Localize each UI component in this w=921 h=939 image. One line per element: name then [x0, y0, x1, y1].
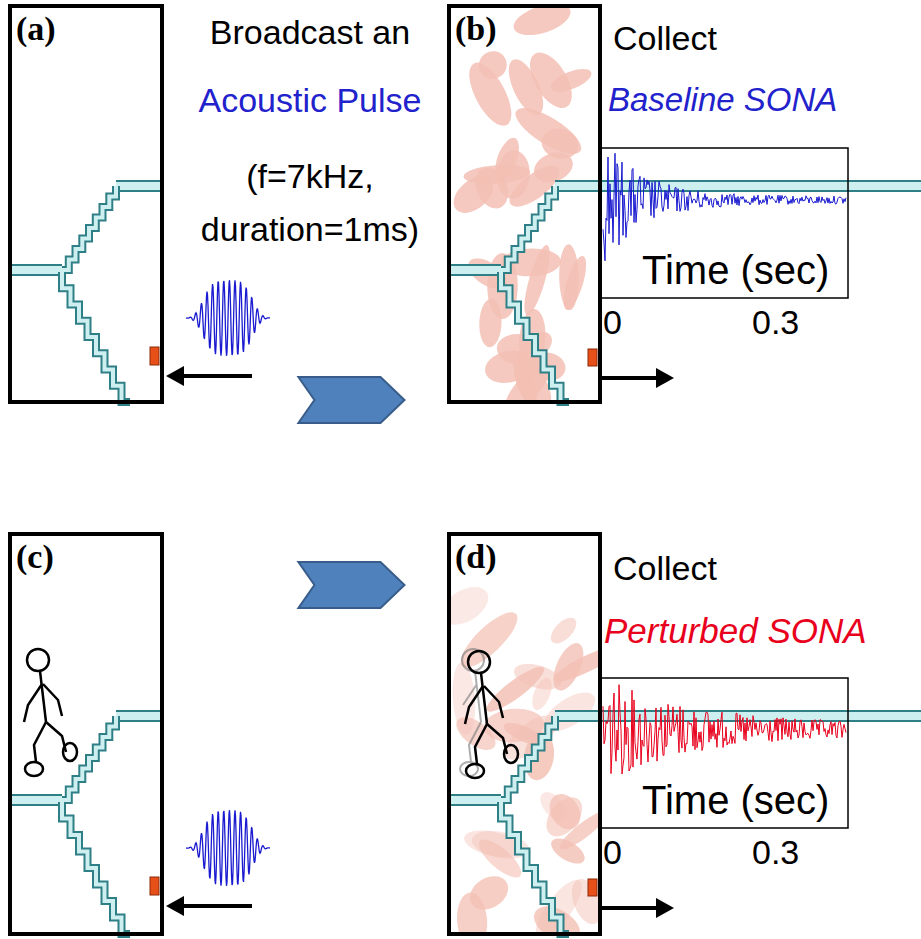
step-text: Collect	[613, 18, 717, 59]
step-arrow	[298, 562, 404, 608]
scene-panel: (d)	[447, 532, 602, 936]
corridor-wall	[62, 186, 116, 270]
recorded-signal	[603, 153, 846, 260]
signal-arrows	[166, 366, 674, 918]
corridor-floor	[62, 716, 116, 800]
instruction-text: Broadcast an	[210, 12, 410, 53]
recorded-signal	[603, 685, 846, 774]
sensor	[150, 347, 159, 365]
sound-lobe	[559, 244, 580, 310]
panel-letter: (c)	[16, 538, 54, 575]
axis-tick: 0	[603, 302, 622, 343]
corridor-floor	[8, 796, 62, 804]
signal-name: Perturbed SONA	[604, 610, 867, 652]
corridor-wall	[116, 710, 162, 722]
corridor-wall	[447, 264, 501, 276]
sound-lobe	[455, 892, 489, 932]
corridor-floor	[8, 266, 62, 274]
corridor-wall	[8, 794, 62, 806]
signal-name: Baseline SONA	[608, 80, 837, 120]
walking-person	[465, 651, 518, 778]
corridor-wall	[501, 272, 569, 402]
corridor-wall	[501, 186, 555, 270]
walking-person	[24, 649, 77, 776]
scene-panel: (c)	[8, 532, 164, 936]
sound-lobe	[547, 833, 589, 868]
corridor-wall	[447, 794, 501, 806]
corridor-floor	[62, 186, 116, 270]
corridor-wall	[62, 272, 130, 402]
sound-lobe	[548, 64, 594, 96]
plot-frame	[600, 148, 848, 298]
sound-lobe	[510, 8, 575, 41]
axis-tick: 0	[603, 832, 622, 873]
acoustic-pulse	[186, 810, 270, 886]
acoustic-pulse	[186, 280, 270, 356]
sound-field	[451, 8, 594, 400]
corridor-floor	[116, 182, 162, 190]
corridor-floor	[501, 186, 555, 270]
corridor-wall	[501, 802, 569, 934]
corridor-floor	[447, 796, 501, 804]
scene-panel: (b)	[447, 4, 602, 404]
scene-panel: (a)	[8, 4, 164, 404]
step-arrow	[298, 377, 404, 423]
corridor-wall	[62, 802, 130, 934]
axis-tick: 0.3	[752, 832, 799, 873]
axis-tick: 0.3	[752, 302, 799, 343]
sound-lobe	[451, 579, 495, 632]
sound-lobe	[490, 135, 523, 183]
panel-letter: (b)	[455, 10, 497, 47]
corridor-wall	[116, 180, 162, 192]
sound-lobe	[546, 613, 580, 648]
corridor-floor	[501, 802, 569, 934]
corridor-wall	[501, 716, 555, 800]
corridor-floor	[62, 272, 130, 402]
axis-title: Time (sec)	[640, 246, 831, 294]
panel-letter: (d)	[455, 538, 497, 575]
corridor-floor	[501, 272, 569, 402]
corridor-floor	[116, 712, 162, 720]
instruction-text: Acoustic Pulse	[199, 80, 422, 121]
corridor-floor	[501, 716, 555, 800]
corridor-wall	[62, 716, 116, 800]
corridor-floor	[62, 802, 130, 934]
sensor	[588, 349, 597, 366]
sensor	[150, 877, 159, 895]
sound-lobe	[502, 54, 551, 119]
corridor-wall	[8, 264, 62, 276]
pulse-parameters: (f=7kHz, duration=1ms)	[177, 150, 443, 255]
panel-letter: (a)	[16, 10, 56, 47]
corridor-floor	[447, 266, 501, 274]
sound-lobe	[473, 46, 512, 85]
person-trace	[460, 649, 484, 776]
sound-lobe	[543, 788, 586, 835]
step-text: Collect	[613, 548, 717, 589]
sensor	[588, 879, 597, 896]
axis-title: Time (sec)	[640, 776, 831, 824]
plot-frame	[600, 678, 848, 828]
sound-field	[451, 579, 598, 932]
waveforms	[186, 153, 846, 886]
